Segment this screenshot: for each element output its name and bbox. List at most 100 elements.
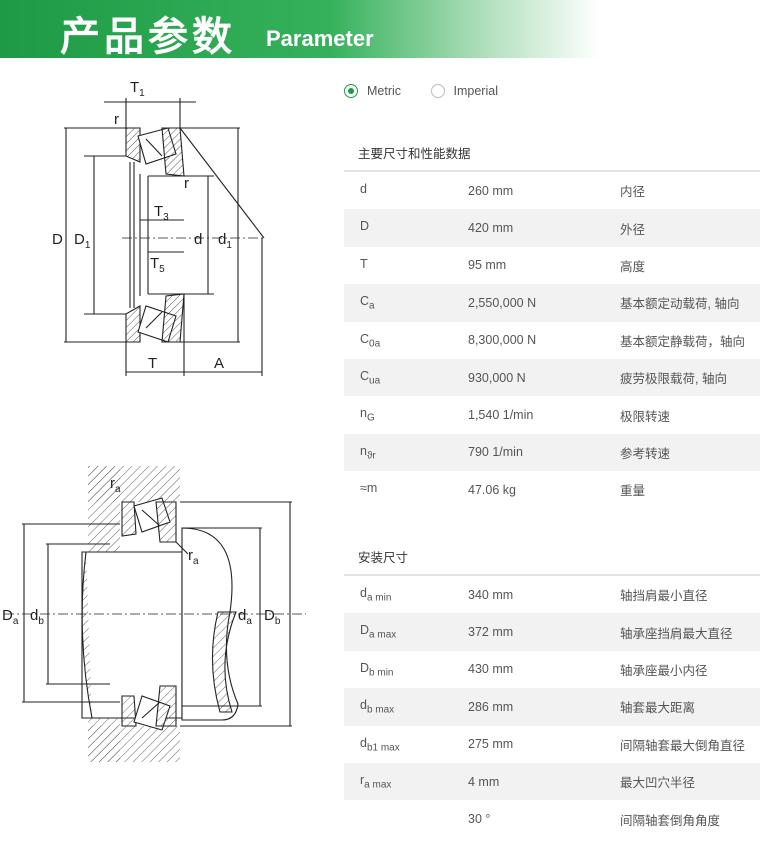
param-symbol: ra max: [344, 763, 468, 800]
imperial-radio-indicator[interactable]: [430, 84, 445, 98]
metric-radio[interactable]: Metric: [344, 84, 401, 98]
svg-text:ra: ra: [188, 547, 199, 567]
metric-radio-indicator[interactable]: [344, 84, 358, 98]
param-symbol-main: r: [360, 772, 365, 787]
label-r-inner: r: [184, 175, 189, 192]
param-value: 372 mm: [468, 625, 514, 640]
param-description: 疲劳极限载荷, 轴向: [620, 372, 727, 387]
banner-title-en: Parameter: [266, 26, 374, 51]
label-D: D: [52, 231, 63, 248]
param-symbol-sub: G: [366, 412, 375, 424]
param-symbol: Cua: [344, 359, 468, 396]
metric-label: Metric: [367, 84, 402, 98]
label-d: d: [194, 231, 202, 248]
param-description: 重量: [620, 484, 646, 499]
label-T3-sub: 3: [163, 212, 169, 223]
svg-text:Da: Da: [2, 607, 19, 627]
param-description: 外径: [620, 222, 646, 237]
param-description: 轴挡肩最小直径: [620, 589, 708, 604]
svg-text:T5: T5: [150, 255, 165, 275]
param-value: 1,540 1/min: [468, 408, 534, 423]
param-description: 最大凹穴半径: [620, 776, 696, 791]
param-value: 95 mm: [468, 258, 507, 273]
label-Da-left-sub: a: [13, 616, 19, 627]
label-r-top: r: [114, 111, 119, 128]
param-value: 47.06 kg: [468, 482, 516, 497]
param-description: 高度: [620, 259, 646, 274]
label-T: T: [148, 355, 157, 372]
param-description: 轴承座挡肩最大直径: [620, 626, 733, 641]
mounting-diagram: ra ra Da db da Db: [2, 466, 306, 762]
param-symbol-main: D: [360, 219, 370, 234]
param-description: 轴套最大距离: [620, 701, 696, 716]
param-symbol-main: d: [360, 698, 367, 713]
param-symbol: Ca: [344, 284, 468, 321]
param-description: 轴承座最小内径: [620, 663, 708, 678]
label-T1-sub: 1: [139, 88, 145, 99]
param-symbol-sub: a: [369, 300, 375, 312]
param-value: 4 mm: [468, 774, 500, 789]
banner-title-zh: 产品参数: [60, 14, 236, 60]
label-Db-right-sub: b: [275, 616, 281, 627]
param-symbol-main: n: [360, 406, 367, 421]
param-symbol: d: [344, 172, 468, 209]
label-ra-top: r: [110, 475, 115, 492]
imperial-label: Imperial: [453, 84, 498, 98]
label-Da-left: D: [2, 607, 13, 624]
param-description: 基本额定静载荷，轴向: [620, 334, 746, 349]
param-symbol: [344, 800, 468, 837]
param-value: 8,300,000 N: [468, 333, 537, 348]
param-value: 420 mm: [468, 221, 514, 236]
param-symbol: D: [344, 209, 468, 246]
param-symbol: Db min: [344, 651, 468, 688]
param-symbol-main: D: [360, 660, 370, 675]
table-row: 30 ° 间隔轴套倒角角度: [344, 800, 760, 837]
mounting-dims-divider: [344, 574, 760, 576]
label-T5-sub: 5: [159, 264, 165, 275]
svg-text:ra: ra: [110, 475, 121, 495]
param-value: 30 °: [468, 812, 491, 827]
label-T5: T: [150, 255, 159, 272]
param-symbol-sub: a max: [369, 629, 397, 641]
label-D1: D: [74, 231, 85, 248]
unit-selector: Metric Imperial: [344, 84, 524, 101]
label-T1: T: [130, 79, 139, 96]
param-description: 间隔轴套倒角角度: [620, 813, 721, 828]
param-symbol-sub: b max: [366, 704, 395, 716]
label-db-left-sub: b: [38, 616, 44, 627]
param-symbol: Da max: [344, 613, 468, 650]
svg-text:db: db: [30, 607, 44, 627]
param-symbol: db max: [344, 688, 468, 725]
param-symbol-sub: b min: [369, 667, 394, 679]
label-db-left: d: [30, 607, 38, 624]
svg-text:da: da: [238, 607, 252, 627]
param-description: 极限转速: [620, 409, 671, 424]
param-symbol: ≈m: [344, 471, 468, 508]
svg-text:Db: Db: [264, 607, 281, 627]
label-da-right-sub: a: [246, 616, 252, 627]
main-dims-title: 主要尺寸和性能数据: [358, 147, 471, 161]
param-value: 2,550,000 N: [468, 295, 537, 310]
param-symbol-sub: ϑr: [366, 450, 376, 462]
imperial-radio[interactable]: Imperial: [430, 84, 498, 98]
label-d1: d: [218, 231, 226, 248]
param-symbol-sub: 0a: [369, 338, 381, 349]
param-value: 286 mm: [468, 699, 514, 714]
table-row: nG 1,540 1/min 极限转速: [344, 396, 760, 433]
label-da-right: d: [238, 607, 246, 624]
param-symbol-sub: a min: [366, 592, 392, 604]
label-D1-sub: 1: [85, 240, 91, 251]
